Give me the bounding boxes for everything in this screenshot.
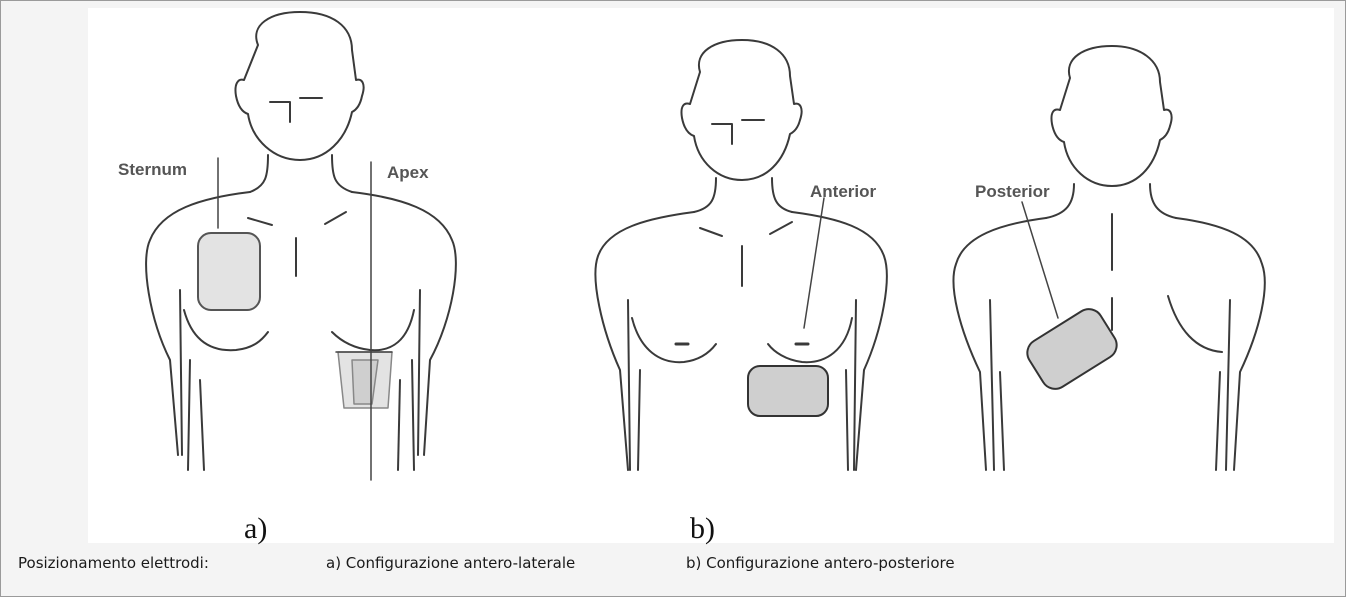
torso-back-b xyxy=(953,46,1264,470)
torso-front-b xyxy=(595,40,886,470)
posterior-label: Posterior xyxy=(975,182,1050,201)
sternum-electrode-pad xyxy=(198,233,260,310)
sternum-label: Sternum xyxy=(118,160,187,179)
anterior-label: Anterior xyxy=(810,182,877,201)
panel-a-label: a) xyxy=(244,512,267,545)
apex-electrode-pad xyxy=(338,352,392,408)
apex-label: Apex xyxy=(387,163,429,182)
caption-config-a: a) Configurazione antero-laterale xyxy=(326,554,575,572)
anterior-electrode-pad xyxy=(748,366,828,416)
torso-front-a xyxy=(146,12,456,470)
posterior-electrode-pad xyxy=(1022,304,1122,394)
caption-config-b: b) Configurazione antero-posteriore xyxy=(686,554,955,572)
panel-b-label: b) xyxy=(690,512,715,545)
caption-title: Posizionamento elettrodi: xyxy=(18,554,209,572)
anterior-pointer-line xyxy=(804,198,824,328)
